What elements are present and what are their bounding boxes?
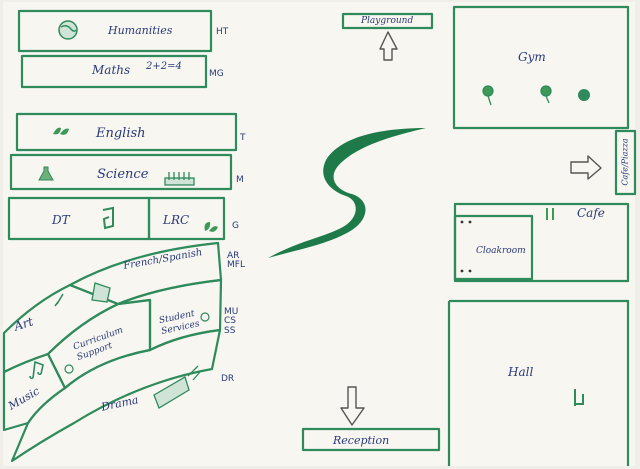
- reception-box: [301, 427, 441, 452]
- flask-icon: [38, 166, 54, 181]
- label-english: English: [96, 126, 146, 141]
- room-hall: [447, 299, 630, 466]
- room-science: [9, 153, 233, 191]
- cloakroom-hooks: [460, 220, 472, 273]
- code-humanities: HT: [216, 27, 229, 37]
- music-note-icon: [29, 360, 44, 380]
- flag-icon: [91, 282, 111, 303]
- code-maths: MG: [209, 69, 224, 79]
- arrow-up-icon: [379, 31, 398, 61]
- test-tubes-icon: [164, 172, 195, 186]
- code-english: T: [240, 133, 246, 143]
- brush-icon: [54, 293, 64, 307]
- smiley-icon: [64, 312, 210, 374]
- tool-icon: [102, 206, 114, 230]
- swirl-logo: [268, 128, 426, 258]
- playground-box: [341, 12, 434, 30]
- racket-icon: [482, 85, 552, 106]
- room-drama: [10, 328, 222, 463]
- plant-icon: [204, 222, 218, 232]
- label-lrc: LRC: [163, 213, 190, 227]
- arrow-down-icon: [340, 386, 365, 426]
- room-lrc: [147, 196, 226, 241]
- label-gym: Gym: [518, 50, 546, 64]
- label-hall: Hall: [508, 365, 534, 379]
- code-science: M: [236, 175, 244, 185]
- label-reception: Reception: [333, 434, 390, 447]
- ball-icon: [578, 89, 590, 101]
- arrow-right-icon: [570, 155, 602, 180]
- leaf-icon: [53, 127, 69, 135]
- room-cafe-piazza: [614, 129, 637, 196]
- label-humanities: Humanities: [108, 24, 173, 37]
- code-dt-lrc: G: [232, 221, 239, 231]
- code-drama: DR: [221, 374, 235, 384]
- label-cloakroom: Cloakroom: [476, 246, 526, 256]
- label-science: Science: [97, 167, 149, 182]
- label-maths-note: 2+2=4: [146, 61, 182, 72]
- label-maths: Maths: [92, 63, 131, 77]
- label-dt: DT: [52, 213, 70, 227]
- cutlery-icon: [546, 208, 554, 220]
- room-maths: [20, 54, 208, 89]
- room-gym: [452, 5, 630, 130]
- label-cafe: Cafe: [577, 206, 605, 220]
- room-english: [15, 112, 238, 152]
- room-humanities: [17, 9, 213, 53]
- label-cafe-piazza: Cafe/Piazza: [620, 138, 630, 186]
- code-curriculum-support: MU CS SS: [224, 307, 239, 336]
- paper: [3, 2, 635, 466]
- code-french-spanish: AR MFL: [227, 251, 245, 271]
- globe-icon: [58, 20, 78, 40]
- room-cloakroom: [453, 214, 534, 281]
- label-playground: Playground: [361, 16, 414, 26]
- chair-icon: [574, 389, 584, 406]
- spotlight-icon: [153, 365, 201, 409]
